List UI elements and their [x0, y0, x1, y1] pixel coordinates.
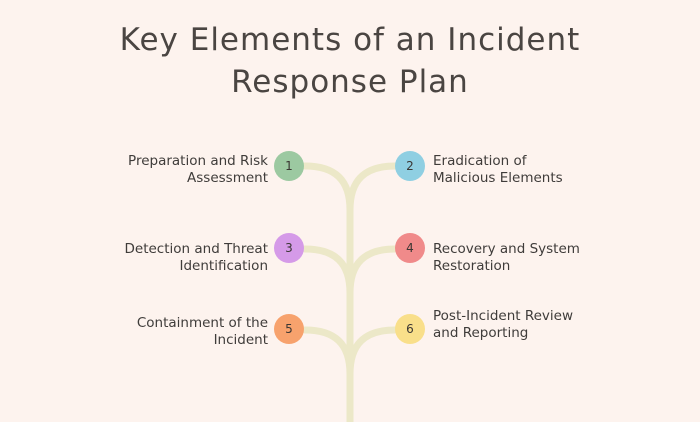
item-6-label: Post-Incident Review and Reporting — [433, 308, 633, 342]
item-6-label-line-2: and Reporting — [433, 325, 529, 341]
item-5-label: Containment of the Incident — [68, 315, 268, 349]
item-2-label: Eradication of Malicious Elements — [433, 153, 633, 187]
title-line-1: Key Elements of an Incident — [119, 22, 581, 58]
item-1-label: Preparation and Risk Assessment — [68, 153, 268, 187]
item-4-label-line-1: Recovery and System — [433, 241, 580, 257]
title-line-2: Response Plan — [231, 64, 469, 100]
item-5-number-circle: 5 — [274, 314, 304, 344]
item-3-number-circle: 3 — [274, 233, 304, 263]
branch-5 — [301, 326, 354, 378]
item-1-label-line-1: Preparation and Risk — [128, 153, 268, 169]
item-5-label-line-2: Incident — [213, 332, 268, 348]
item-3-label-line-2: Identification — [179, 258, 268, 274]
branch-3 — [301, 245, 354, 297]
branch-4 — [346, 245, 399, 297]
branch-6 — [346, 326, 399, 378]
branch-2 — [346, 162, 399, 214]
item-6-number-circle: 6 — [395, 314, 425, 344]
item-5-label-line-1: Containment of the — [136, 315, 268, 331]
item-2-label-line-2: Malicious Elements — [433, 170, 563, 186]
item-3-label-line-1: Detection and Threat — [124, 241, 269, 257]
item-2-number-circle: 2 — [395, 151, 425, 181]
branch-1 — [301, 162, 354, 214]
item-2-label-line-1: Eradication of — [433, 153, 527, 169]
item-1-label-line-2: Assessment — [187, 170, 268, 186]
item-3-label: Detection and Threat Identification — [68, 241, 269, 275]
item-6-label-line-1: Post-Incident Review — [433, 308, 574, 324]
item-4-number-circle: 4 — [395, 233, 425, 263]
item-4-label-line-2: Restoration — [433, 258, 511, 274]
item-1-number-circle: 1 — [274, 151, 304, 181]
item-4-label: Recovery and System Restoration — [433, 241, 633, 275]
